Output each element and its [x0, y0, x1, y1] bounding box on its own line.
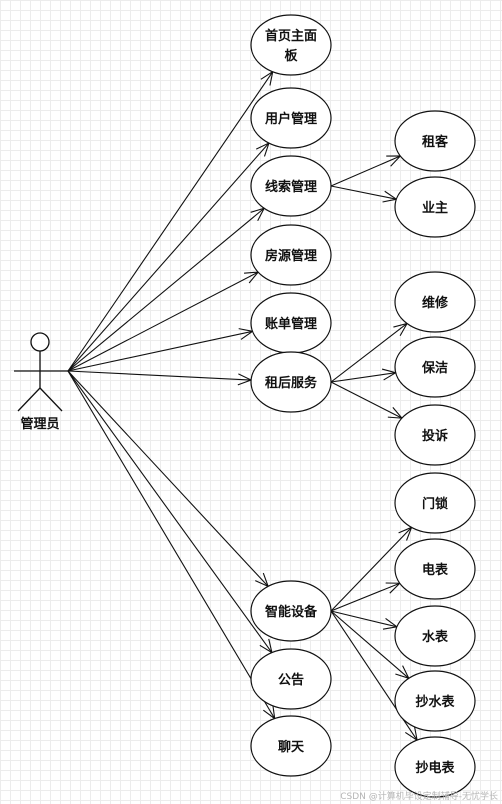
use-case-users[interactable]: 用户管理 [250, 87, 332, 149]
use-case-ellipse [394, 271, 476, 333]
use-case-housing[interactable]: 房源管理 [250, 224, 332, 286]
actor-right-leg [39, 387, 63, 412]
use-case-read-water[interactable]: 抄水表 [394, 670, 476, 732]
use-case-label: 保洁 [421, 360, 448, 376]
use-case-electric-meter[interactable]: 电表 [394, 538, 476, 600]
use-case-owner[interactable]: 业主 [394, 176, 476, 238]
use-case-label: 维修 [422, 295, 449, 311]
actor-head [30, 332, 50, 352]
use-case-ellipse [394, 472, 476, 534]
association-uc-after-rent-to-uc-complaint [330, 381, 404, 419]
use-case-after-rent[interactable]: 租后服务 [250, 351, 332, 413]
use-case-label: 首页主面 [265, 28, 317, 44]
use-case-label: 门锁 [422, 496, 448, 512]
use-case-label: 水表 [422, 629, 449, 645]
use-case-label: 电表 [422, 562, 449, 578]
association-actor-to-uc-notice [67, 370, 273, 654]
association-actor-to-uc-after-rent [67, 370, 253, 386]
use-case-label: 业主 [422, 200, 448, 216]
use-case-ellipse [250, 715, 332, 777]
association-uc-devices-to-uc-electric-meter [330, 582, 402, 612]
use-case-label: 用户管理 [264, 111, 317, 127]
association-actor-to-uc-leads [67, 207, 266, 372]
use-case-read-electric[interactable]: 抄电表 [394, 736, 476, 798]
use-case-ellipse [250, 648, 332, 710]
use-case-complaint[interactable]: 投诉 [394, 404, 476, 466]
use-case-label: 房源管理 [265, 248, 317, 264]
use-case-ellipse [394, 176, 476, 238]
association-actor-to-uc-devices [67, 370, 270, 588]
association-uc-after-rent-to-uc-cleaning [330, 368, 398, 383]
use-case-door-lock[interactable]: 门锁 [394, 472, 476, 534]
use-case-ellipse [394, 670, 476, 732]
use-case-label: 智能设备 [265, 604, 318, 620]
use-case-ellipse [394, 336, 476, 398]
use-case-label: 抄电表 [415, 760, 455, 776]
use-case-label: 抄水表 [415, 694, 455, 710]
use-case-ellipse [250, 224, 332, 286]
association-actor-to-uc-housing [67, 271, 260, 372]
use-case-ellipse [250, 351, 332, 413]
use-case-tenant[interactable]: 租客 [394, 110, 476, 172]
use-case-label: 聊天 [278, 739, 305, 755]
use-case-bills[interactable]: 账单管理 [250, 292, 332, 354]
use-case-ellipse [394, 736, 476, 798]
use-case-ellipse [394, 538, 476, 600]
association-actor-to-uc-home [67, 70, 274, 372]
association-actor-to-uc-bills [67, 328, 254, 372]
association-actor-to-uc-chat [67, 370, 276, 720]
use-case-label: 投诉 [422, 428, 448, 444]
use-case-ellipse [394, 110, 476, 172]
watermark: CSDN @计算机毕设定制辅导-无忧学长 [340, 792, 498, 802]
actor-label: 管理员 [20, 416, 59, 432]
use-case-notice[interactable]: 公告 [250, 648, 332, 710]
use-case-label: 租后服务 [265, 375, 318, 391]
use-case-repair[interactable]: 维修 [394, 271, 476, 333]
use-case-water-meter[interactable]: 水表 [394, 605, 476, 667]
association-lines [67, 70, 418, 742]
association-actor-to-uc-users [67, 141, 270, 372]
use-case-ellipse [250, 580, 332, 642]
use-case-ellipse [394, 404, 476, 466]
actor-left-leg [17, 387, 41, 412]
use-case-ellipse [250, 155, 332, 217]
use-case-label: 公告 [278, 672, 304, 688]
use-case-label: 板 [284, 48, 298, 64]
association-uc-leads-to-uc-tenant [330, 155, 402, 187]
use-case-label: 线索管理 [265, 179, 317, 195]
association-uc-leads-to-uc-owner [330, 185, 398, 203]
use-case-label: 账单管理 [265, 316, 317, 332]
use-case-cleaning[interactable]: 保洁 [394, 336, 476, 398]
use-case-chat[interactable]: 聊天 [250, 715, 332, 777]
actor-administrator: 管理员 [14, 332, 68, 432]
use-case-label: 租客 [422, 134, 449, 150]
use-case-leads[interactable]: 线索管理 [250, 155, 332, 217]
use-case-ellipse [250, 87, 332, 149]
use-case-devices[interactable]: 智能设备 [250, 580, 332, 642]
use-case-ellipse [250, 14, 332, 76]
use-case-ellipse [394, 605, 476, 667]
